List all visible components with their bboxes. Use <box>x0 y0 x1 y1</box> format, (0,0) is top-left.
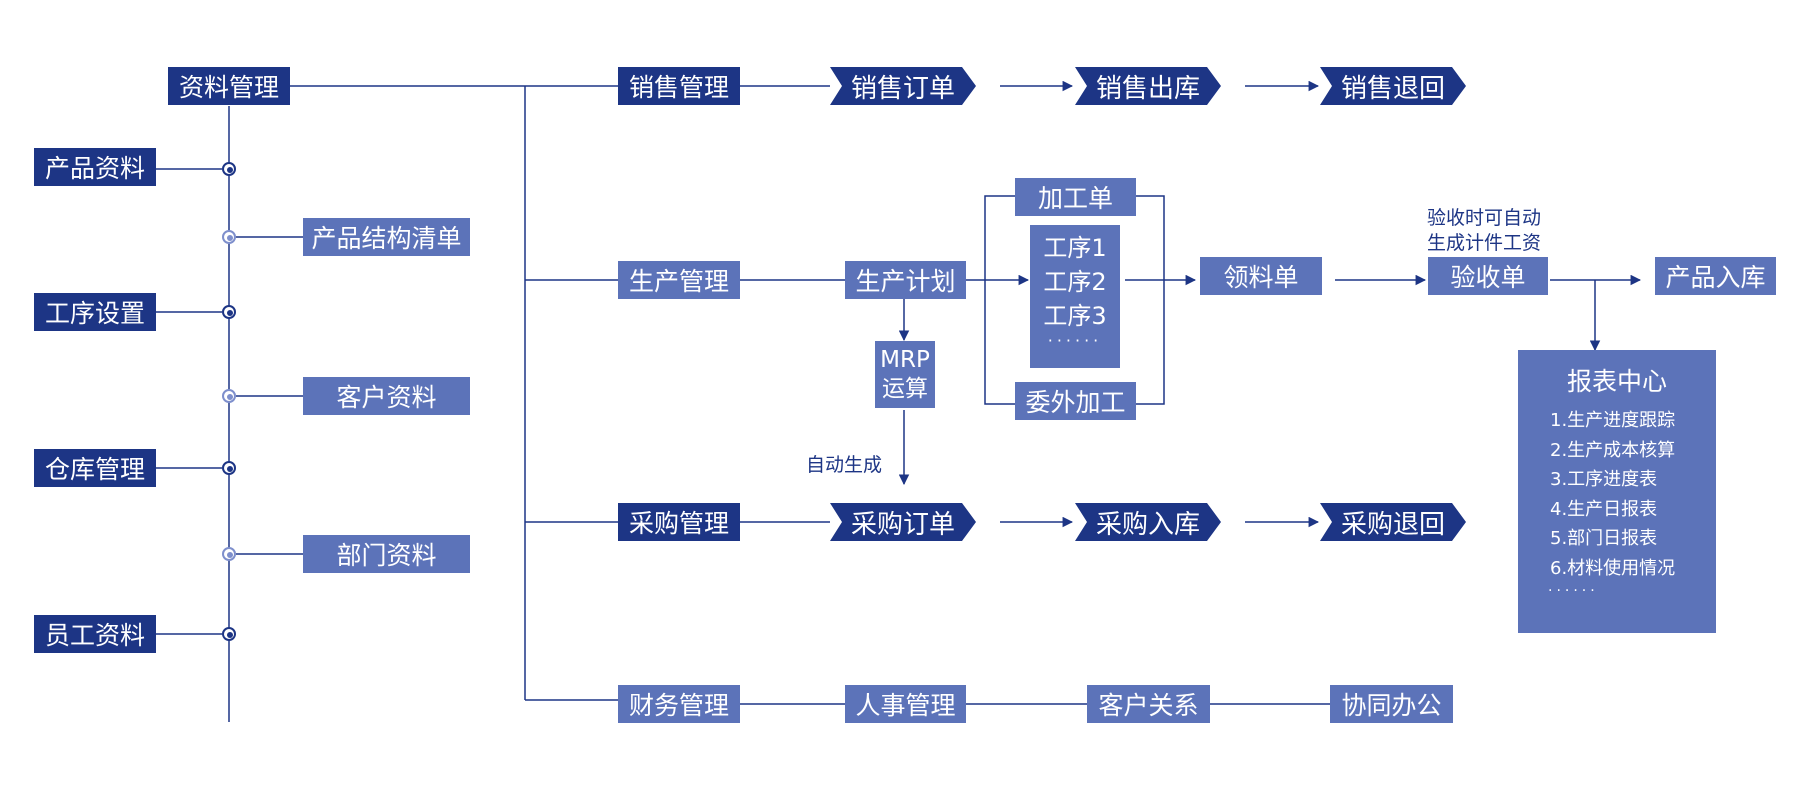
junction-node <box>222 305 236 319</box>
department-data-box[interactable]: 部门资料 <box>303 535 470 573</box>
report-item[interactable]: 1.生产进度跟踪 <box>1550 410 1676 431</box>
process-setup-box[interactable]: 工序设置 <box>34 293 156 331</box>
report-item[interactable]: 5.部门日报表 <box>1550 528 1658 549</box>
report-center-panel[interactable]: 报表中心 1.生产进度跟踪 2.生产成本核算 3.工序进度表 4.生产日报表 5… <box>1518 350 1716 633</box>
work-order-box[interactable]: 加工单 <box>1015 178 1136 216</box>
bracket-left-line <box>984 195 1015 405</box>
customer-data-box[interactable]: 客户资料 <box>303 377 470 415</box>
junction-node <box>222 547 236 561</box>
report-item[interactable]: 4.生产日报表 <box>1550 498 1658 520</box>
sales-order-chevron[interactable]: 销售订单 <box>830 67 976 105</box>
purchase-return-chevron[interactable]: 采购退回 <box>1320 503 1466 541</box>
acceptance-form-box[interactable]: 验收单 <box>1428 257 1548 295</box>
customer-relations-box[interactable]: 客户关系 <box>1087 685 1210 723</box>
sales-outbound-chevron[interactable]: 销售出库 <box>1075 67 1221 105</box>
purchase-management-box[interactable]: 采购管理 <box>618 503 740 541</box>
process-step-2: 工序2 <box>1043 268 1107 296</box>
bracket-right-line <box>1136 195 1165 405</box>
junction-node <box>222 627 236 641</box>
warehouse-management-box[interactable]: 仓库管理 <box>34 449 156 487</box>
auto-generate-label: 自动生成 <box>806 454 883 476</box>
outsource-processing-box[interactable]: 委外加工 <box>1015 382 1136 420</box>
product-stock-in-box[interactable]: 产品入库 <box>1655 257 1776 295</box>
report-center-title: 报表中心 <box>1566 367 1667 396</box>
process-steps-more: ······ <box>1047 331 1103 350</box>
staff-data-box[interactable]: 员工资料 <box>34 615 156 653</box>
purchase-inbound-chevron[interactable]: 采购入库 <box>1075 503 1221 541</box>
junction-node <box>222 162 236 176</box>
sales-management-box[interactable]: 销售管理 <box>618 67 740 105</box>
sales-return-chevron[interactable]: 销售退回 <box>1320 67 1466 105</box>
mrp-label: MRP <box>880 346 930 373</box>
report-item[interactable]: 3.工序进度表 <box>1550 469 1658 490</box>
acceptance-note-line2: 生成计件工资 <box>1427 232 1542 254</box>
material-requisition-box[interactable]: 领料单 <box>1200 257 1322 295</box>
report-more: ······ <box>1548 583 1599 599</box>
production-management-box[interactable]: 生产管理 <box>618 261 740 299</box>
production-plan-box[interactable]: 生产计划 <box>845 261 966 299</box>
junction-node <box>222 230 236 244</box>
report-item[interactable]: 2.生产成本核算 <box>1550 439 1676 461</box>
finance-management-box[interactable]: 财务管理 <box>618 685 740 723</box>
mrp-calc-label: 运算 <box>882 375 928 402</box>
junction-node <box>222 389 236 403</box>
bom-box[interactable]: 产品结构清单 <box>303 218 470 256</box>
purchase-order-chevron[interactable]: 采购订单 <box>830 503 976 541</box>
data-management-box[interactable]: 资料管理 <box>168 67 290 105</box>
process-step-1: 工序1 <box>1043 234 1107 262</box>
process-step-3: 工序3 <box>1043 302 1107 330</box>
product-data-box[interactable]: 产品资料 <box>34 148 156 186</box>
mrp-calculation-box[interactable]: MRP 运算 <box>875 341 935 408</box>
hr-management-box[interactable]: 人事管理 <box>845 685 966 723</box>
report-item[interactable]: 6.材料使用情况 <box>1550 557 1676 579</box>
collaborative-office-box[interactable]: 协同办公 <box>1330 685 1453 723</box>
process-steps-box[interactable]: 工序1 工序2 工序3 ······ <box>1030 225 1120 368</box>
junction-node <box>222 461 236 475</box>
acceptance-note-line1: 验收时可自动 <box>1427 207 1542 229</box>
